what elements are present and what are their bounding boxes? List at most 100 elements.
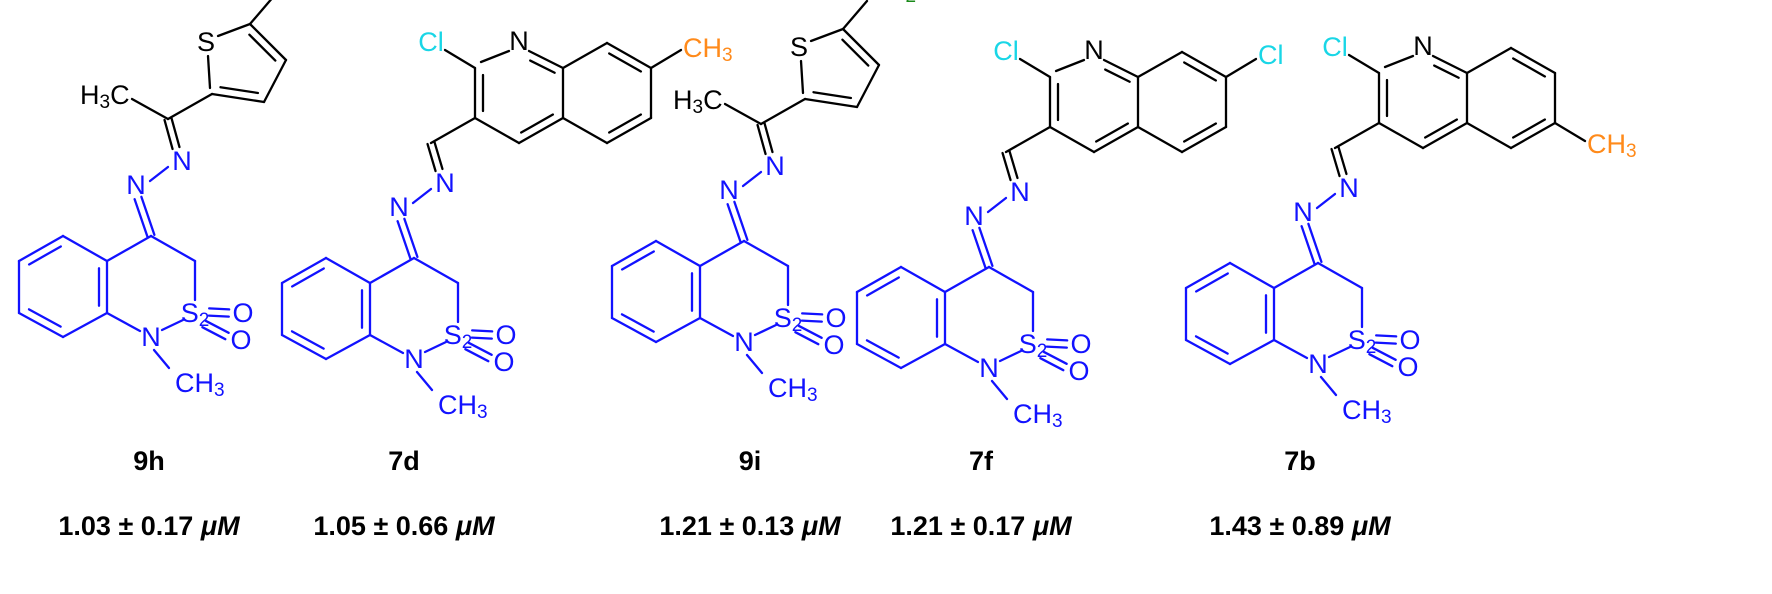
methyl-label: CH3 bbox=[1587, 129, 1637, 162]
double-bond bbox=[403, 217, 419, 258]
compound-id-label: 9i bbox=[739, 446, 762, 476]
double-bond-inner bbox=[620, 250, 655, 271]
bond bbox=[745, 353, 764, 375]
methyl-label: CH3 bbox=[768, 373, 818, 406]
methyl-label: CH3 bbox=[438, 390, 488, 423]
bond bbox=[412, 256, 460, 285]
compound-id-label: 7b bbox=[1284, 446, 1316, 476]
bond bbox=[517, 116, 565, 145]
bond bbox=[1184, 338, 1232, 366]
double-bond bbox=[133, 198, 149, 239]
double-bond-inner bbox=[290, 330, 325, 350]
bond bbox=[1553, 121, 1587, 143]
double-bond bbox=[1039, 357, 1065, 372]
bond bbox=[423, 340, 448, 354]
sulfur-atom-label: S2 bbox=[444, 320, 473, 353]
bond bbox=[841, 27, 881, 67]
double-bond bbox=[1371, 346, 1397, 361]
bond bbox=[1465, 121, 1513, 150]
bond bbox=[152, 348, 171, 370]
bond bbox=[1004, 125, 1052, 154]
sulfur-atom-label: S2 bbox=[1348, 325, 1377, 358]
double-bond-inner bbox=[27, 245, 62, 266]
bond bbox=[527, 49, 565, 70]
double-bond bbox=[201, 326, 227, 341]
bond bbox=[753, 323, 778, 337]
double-bond bbox=[800, 319, 823, 323]
nitrogen-atom-label: N bbox=[1084, 35, 1104, 65]
double-bond bbox=[971, 229, 987, 270]
bond bbox=[1102, 58, 1140, 79]
methyl-label: CH3 bbox=[1342, 395, 1392, 428]
double-bond-inner bbox=[1433, 64, 1460, 79]
double-bond-inner bbox=[841, 38, 870, 67]
bond bbox=[987, 265, 1035, 294]
bond bbox=[324, 333, 372, 361]
bond bbox=[148, 165, 170, 183]
bond bbox=[1184, 261, 1232, 290]
double-bond-inner bbox=[1183, 61, 1218, 82]
oxygen-atom-label: O bbox=[823, 330, 844, 360]
bond bbox=[741, 170, 763, 188]
bond bbox=[561, 41, 609, 70]
nitrogen-atom-label: N bbox=[404, 344, 424, 374]
sulfur-atom-label: S bbox=[790, 32, 808, 62]
oxygen-atom-label: O bbox=[495, 320, 516, 350]
bond bbox=[799, 59, 805, 95]
nitrogen-atom-label: N bbox=[734, 327, 754, 357]
bond bbox=[698, 239, 746, 268]
bond bbox=[1048, 125, 1096, 154]
bond bbox=[1319, 375, 1338, 397]
double-bond bbox=[1046, 338, 1069, 342]
ic50-value-label: 1.05 ± 0.66 μM bbox=[313, 511, 495, 541]
ic50-value-label: 1.21 ± 0.13 μM bbox=[659, 511, 841, 541]
bond bbox=[1509, 121, 1557, 150]
nitro-group-label: NO2 bbox=[865, 0, 916, 7]
nitrogen-atom-label: N bbox=[719, 175, 739, 205]
double-bond-inner bbox=[290, 267, 325, 288]
double-bond-inner bbox=[1512, 118, 1547, 139]
bond bbox=[149, 234, 197, 263]
nitrogen-atom-label: N bbox=[765, 151, 785, 181]
ic50-value-label: 1.03 ± 0.17 μM bbox=[58, 511, 240, 541]
methyl-label: H3C bbox=[80, 80, 130, 113]
double-bond bbox=[396, 220, 412, 261]
bond bbox=[561, 116, 609, 145]
chlorine-atom-label: Cl bbox=[993, 36, 1019, 66]
bond bbox=[990, 379, 1009, 401]
bond bbox=[248, 22, 288, 62]
nitrogen-atom-label: N bbox=[509, 26, 529, 56]
double-bond bbox=[471, 329, 494, 333]
double-bond-inner bbox=[812, 91, 853, 100]
double-bond bbox=[140, 195, 156, 236]
double-bond-inner bbox=[219, 86, 260, 95]
bond bbox=[855, 342, 903, 370]
bond bbox=[443, 48, 477, 70]
ic50-value-label: 1.21 ± 0.17 μM bbox=[890, 511, 1072, 541]
double-bond-inner bbox=[1095, 122, 1130, 143]
bond bbox=[210, 92, 266, 104]
methyl-label: CH3 bbox=[683, 33, 733, 66]
bond bbox=[160, 318, 185, 332]
nitrogen-atom-label: N bbox=[1339, 173, 1359, 203]
double-bond-inner bbox=[1194, 272, 1229, 293]
nitrogen-atom-label: N bbox=[389, 192, 409, 222]
oxygen-atom-label: O bbox=[1397, 352, 1418, 382]
bond bbox=[280, 333, 328, 361]
sulfur-atom-label: S2 bbox=[1019, 329, 1048, 362]
double-bond bbox=[726, 203, 742, 244]
double-bond-inner bbox=[1194, 335, 1229, 355]
bond bbox=[1272, 261, 1320, 290]
bond bbox=[899, 265, 947, 294]
bond bbox=[1377, 121, 1425, 150]
oxygen-atom-label: O bbox=[230, 325, 251, 355]
compound-9h: S2OONCH3NNH3CSBr9h1.03 ± 0.17 μM bbox=[17, 0, 288, 541]
double-bond-inner bbox=[865, 276, 900, 297]
sulfur-atom-label: S2 bbox=[181, 298, 210, 331]
bond bbox=[280, 256, 328, 285]
bond bbox=[216, 22, 252, 38]
bond bbox=[654, 239, 702, 268]
